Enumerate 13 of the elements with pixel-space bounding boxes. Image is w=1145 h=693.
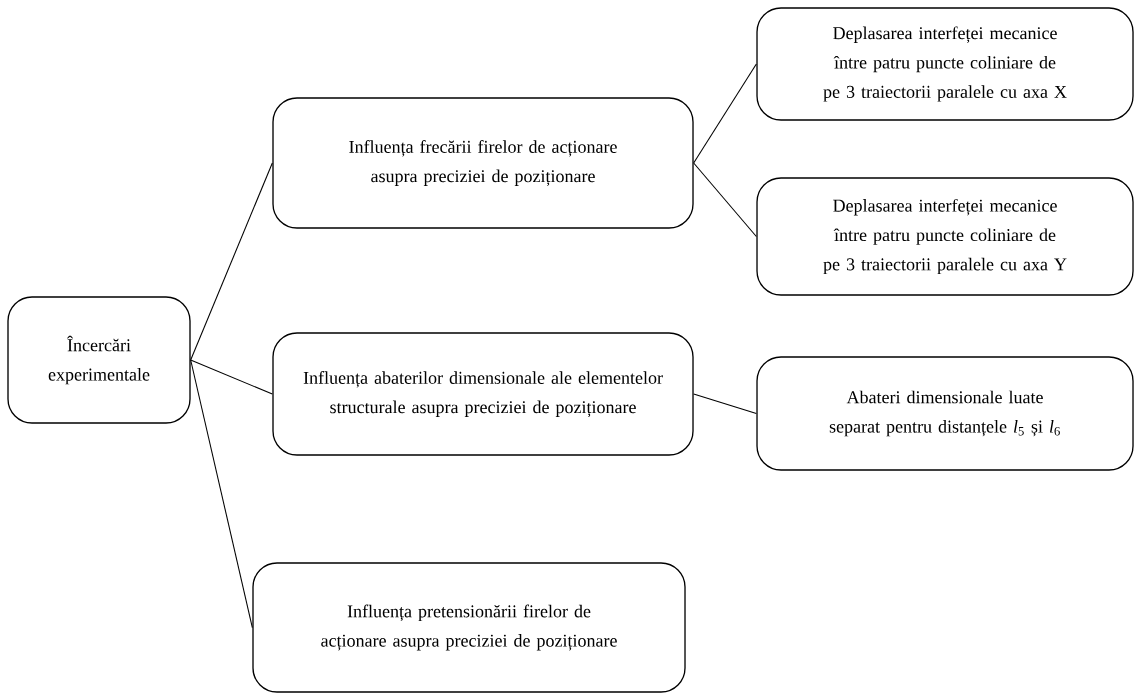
connector-line [190, 359, 253, 629]
connector-line [693, 162, 757, 238]
process-box: Încercări experimentale [7, 296, 191, 424]
connector-line [190, 162, 273, 361]
connector-line [693, 63, 757, 164]
process-box: Deplasarea interfeței mecanice între patru puncte coliniare de pe 3 traiectorii paralele cu axa X [756, 7, 1134, 121]
process-box: Abateri dimensionale luate separat pentru distanțele l$_{5}$ și l$_{6}$ [756, 356, 1134, 471]
process-box: Deplasarea interfeței mecanice între patru puncte coliniare de pe 3 traiectorii paralele cu axa Y [756, 177, 1134, 296]
process-box: Influența frecării firelor de acționare asupra preciziei de poziționare [272, 97, 694, 229]
connector-line [190, 359, 273, 395]
process-box: Influența pretensionării firelor de acționare asupra preciziei de poziționare [252, 562, 686, 693]
connector-line [693, 393, 757, 415]
process-box: Influența abaterilor dimensionale ale elementelor structurale asupra preciziei de poziționare [272, 332, 694, 456]
